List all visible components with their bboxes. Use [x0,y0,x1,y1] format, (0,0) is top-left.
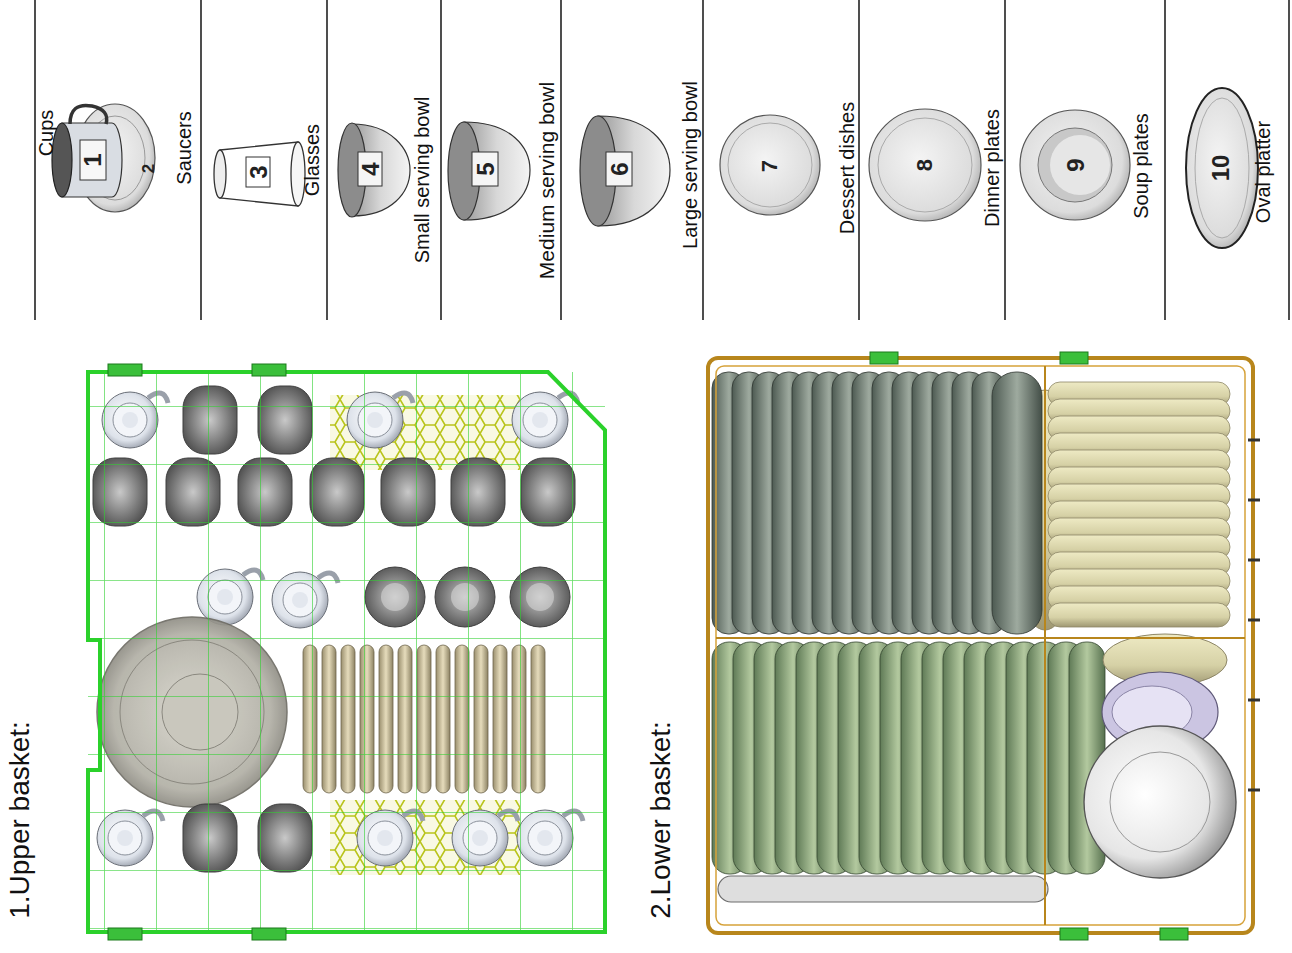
soup-plate-icon [1020,110,1130,220]
column-separators-part [858,0,860,320]
lower-basket-frame-part-part [1248,439,1260,442]
lower-basket-frame-part-part [1248,619,1260,622]
lower-basket-items-part [992,372,1042,634]
dinner-plate-icon-part [869,109,981,221]
soup-plate-icon-part [1038,128,1112,202]
section-heading: 1.Upper basket: [6,721,34,919]
lower-basket-frame-part-part [1248,499,1260,502]
dinner-plate-icon [869,109,981,221]
column-separators-part [440,0,442,320]
lower-basket-items-part [1084,726,1236,878]
soup-plate-icon-part [1050,135,1110,195]
lower-basket-frame-part [870,352,898,364]
upper-basket-frame-part [108,928,142,940]
small-bowl-icon-part [358,152,382,186]
large-bowl-icon-part [606,152,632,186]
oval-platter-icon [1186,88,1258,248]
upper-basket-frame-part [252,364,286,376]
callout-number: 1 [80,153,104,166]
item-label: Soup plates [1131,113,1151,219]
callout-number: 4 [358,162,382,175]
column-separators-part [34,0,36,320]
dessert-dish-icon [720,115,820,215]
column-separators [35,0,1289,320]
column-separators-part [1004,0,1006,320]
dessert-dish-icon-part [728,123,812,207]
callout-number: 8 [914,159,936,171]
lower-basket-frame-part [1160,928,1188,940]
lower-basket-frame-part [716,366,1245,925]
column-separators-part [560,0,562,320]
item-label: Dessert dishes [837,102,857,234]
item-label: Medium serving bowl [536,81,557,278]
glass-icon-part [246,157,270,187]
lower-basket-frame-part [1060,352,1088,364]
lower-basket-frame-part [708,358,1253,933]
callout-number: 9 [1063,158,1087,171]
upper-basket-frame-part [108,364,142,376]
item-label: Large serving bowl [680,81,700,249]
lower-basket-items-part [1110,752,1210,852]
oval-platter-icon-part [1186,88,1258,248]
item-label: Small serving bowl [412,97,432,264]
lower-basket-frame-part [1248,440,1260,790]
item-label: Saucers [173,111,193,184]
upper-basket-frame-part [88,372,605,932]
section-heading: 2.Lower basket: [647,721,675,919]
item-label: Glasses [302,124,322,196]
medium-bowl-icon-part [472,152,498,186]
callout-number: 7 [759,160,781,172]
cup-saucer-icon [52,104,155,212]
callout-number: 5 [473,162,497,175]
column-separators-part [1288,0,1290,320]
lower-basket-frame-part-part [1248,699,1260,702]
medium-bowl-icon [448,122,530,220]
item-label: Cups [36,110,56,157]
column-separators-part [1164,0,1166,320]
dinner-plate-icon-part [878,118,972,212]
upper-basket-frame [88,364,605,940]
oval-platter-icon-part [1195,98,1249,238]
lower-basket-frame-part [1060,928,1088,940]
cup-saucer-icon-part [70,105,107,124]
lower-basket-frame-part-part [1248,789,1260,792]
callout-number: 2 [140,163,157,172]
lower-basket-items-part [718,876,1048,902]
callout-number: 6 [607,162,631,175]
glass-icon-part [214,150,226,198]
item-label: Dinner plates [982,109,1002,227]
lower-basket-frame-part [1044,366,1046,925]
item-label: Oval platter [1253,121,1273,223]
column-separators-part [702,0,704,320]
glass-icon-part [220,142,298,206]
small-bowl-icon [338,123,410,217]
lower-basket-frame [708,352,1260,940]
callout-number: 10 [1209,155,1233,182]
column-separators-part [326,0,328,320]
dessert-dish-icon-part [720,115,820,215]
lower-basket-items-part [1048,603,1230,627]
upper-basket-frame-part [252,928,286,940]
cup-saucer-icon-part [80,140,106,180]
upper-basket-frame-part [88,372,605,932]
glass-icon [214,142,305,206]
soup-plate-icon-part [1020,110,1130,220]
lower-basket-frame-part-part [1248,559,1260,562]
callout-number: 3 [246,165,270,178]
column-separators-part [200,0,202,320]
lower-basket-frame-part [716,637,1245,639]
large-bowl-icon [580,116,670,226]
